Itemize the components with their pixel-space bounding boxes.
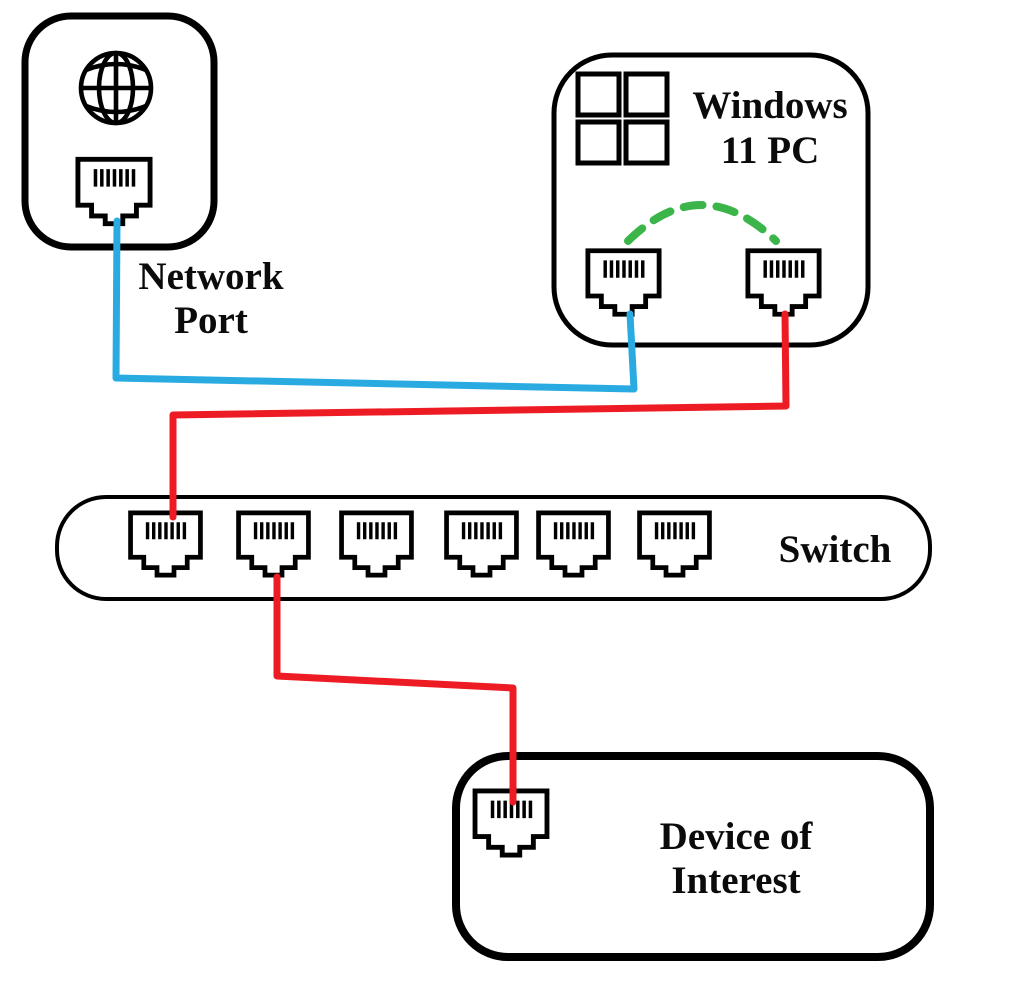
device-label-line1: Device of xyxy=(660,815,814,858)
switch-label: Switch xyxy=(779,528,892,571)
windows-pc-node: Windows 11 PC xyxy=(551,52,871,348)
network-port-node: Network Port xyxy=(21,12,284,342)
globe-icon xyxy=(78,50,154,126)
windows-pc-label-line2: 11 PC xyxy=(721,129,820,172)
cable-pc-to-switch xyxy=(169,310,790,521)
cable-networkport-to-pc xyxy=(112,217,638,393)
network-port-label-line1: Network xyxy=(138,255,283,298)
bridge-dashed-arc xyxy=(624,201,780,245)
device-of-interest-box xyxy=(452,752,934,961)
switch-node: Switch xyxy=(55,495,932,601)
device-of-interest-node: Device of Interest xyxy=(452,752,934,961)
network-port-label-line2: Port xyxy=(174,299,248,342)
cable-switch-to-device xyxy=(273,573,517,806)
windows-logo-icon xyxy=(575,71,670,166)
windows-pc-label-line1: Windows xyxy=(692,84,847,127)
device-label-line2: Interest xyxy=(671,859,800,902)
